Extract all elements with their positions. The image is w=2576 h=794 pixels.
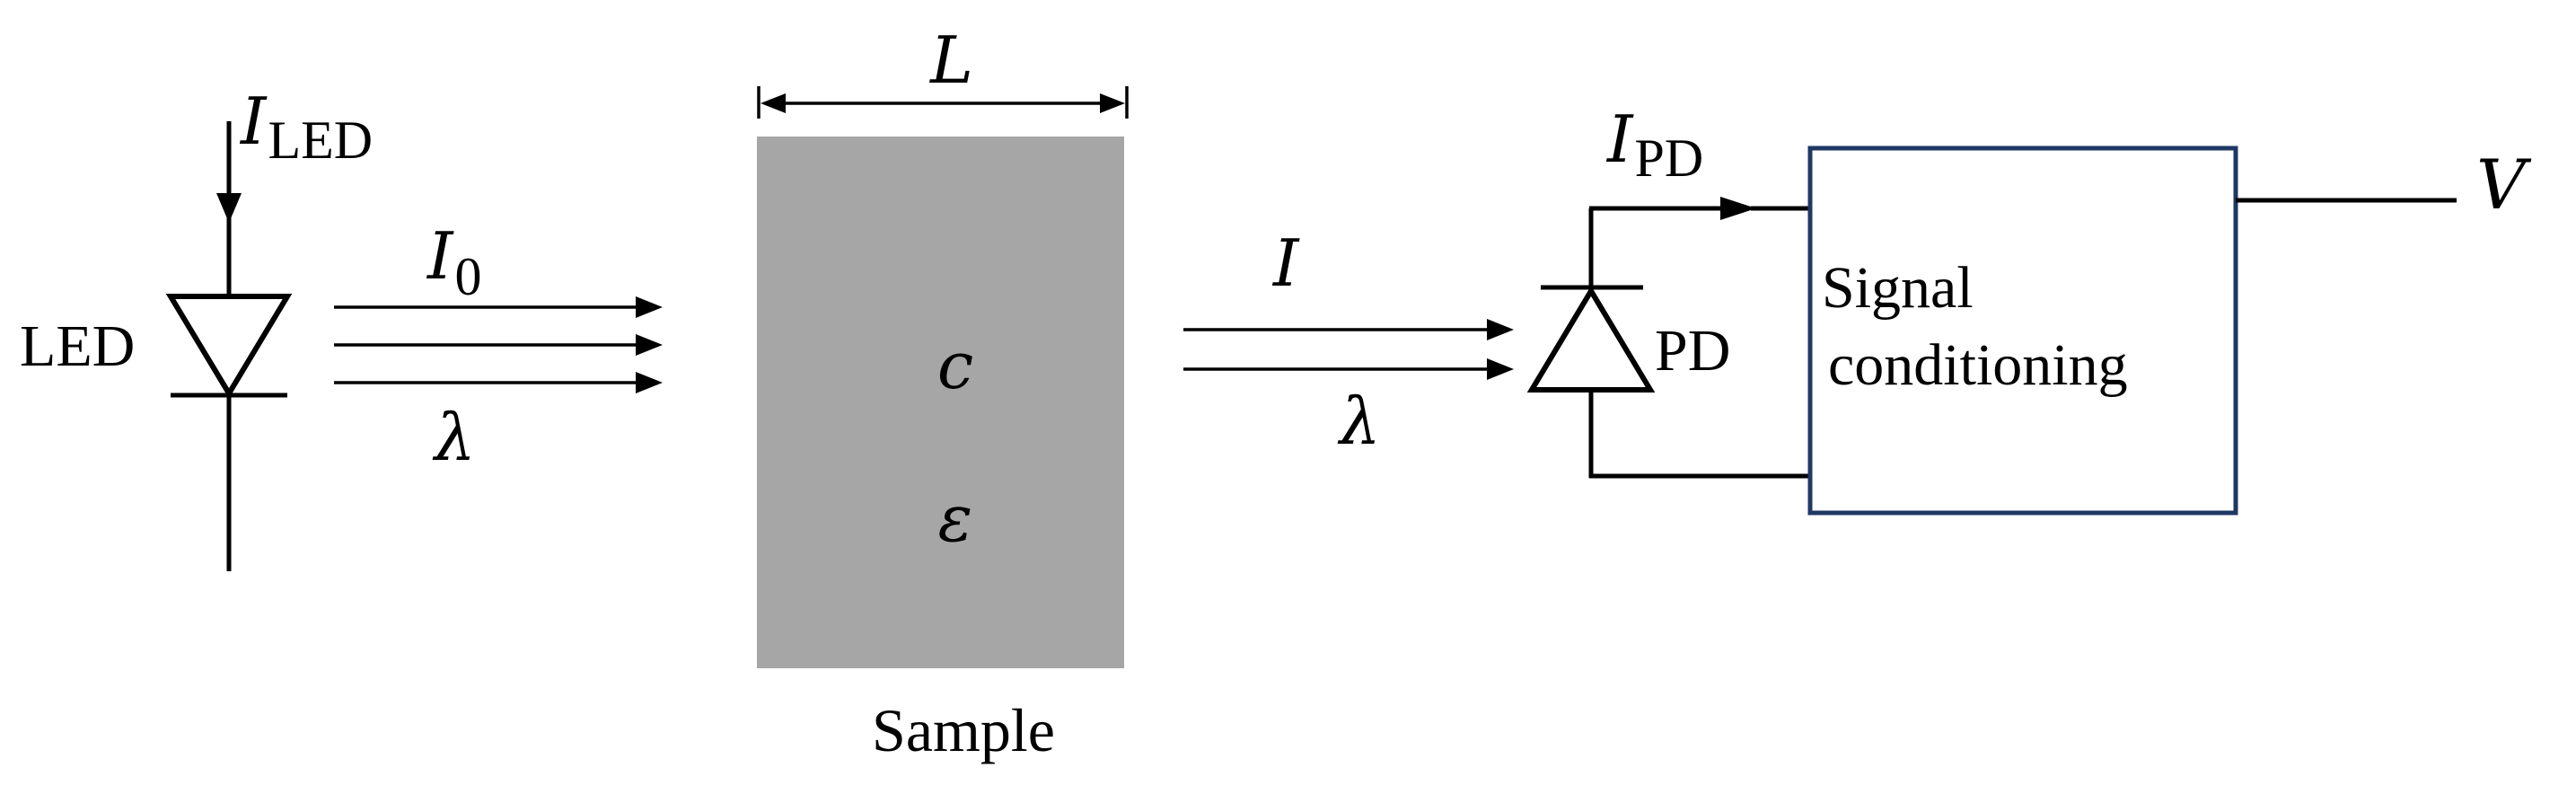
signal-conditioning-block <box>1807 146 2238 516</box>
signal-conditioning-label-line2: conditioning <box>1828 332 2128 398</box>
transmitted-intensity-label: I <box>1271 225 1300 301</box>
photodiode-wiring <box>1589 197 1816 479</box>
transmitted-wavelength-label: λ <box>1337 384 1381 459</box>
led-label: LED <box>20 313 135 379</box>
transmitted-light-rays <box>1183 319 1514 380</box>
sample-block <box>757 137 1124 668</box>
incident-light-rays <box>334 296 663 393</box>
pd-current-arrowhead <box>1720 197 1756 220</box>
led-current-arrowhead <box>216 193 242 223</box>
sample-concentration-label: c <box>937 328 973 403</box>
signal-conditioning-label-line1: Signal <box>1822 255 1974 321</box>
photodiode-label: PD <box>1655 318 1730 384</box>
output-voltage-label: V <box>2476 145 2532 225</box>
sample-absorptivity-label: ε <box>938 481 973 556</box>
sample-length-label: L <box>928 22 973 98</box>
incident-wavelength-label: λ <box>432 400 476 475</box>
sample-label: Sample <box>872 696 1055 764</box>
photodiode-triangle <box>1526 286 1656 393</box>
photodiode-symbol <box>1526 208 1656 478</box>
led-diode-triangle <box>165 294 293 399</box>
incident-intensity-label: I0 <box>426 218 481 306</box>
sample-width-dimension <box>757 86 1129 119</box>
pd-current-label: IPD <box>1605 101 1703 188</box>
led-symbol <box>165 121 293 571</box>
led-current-label: ILED <box>239 84 373 170</box>
